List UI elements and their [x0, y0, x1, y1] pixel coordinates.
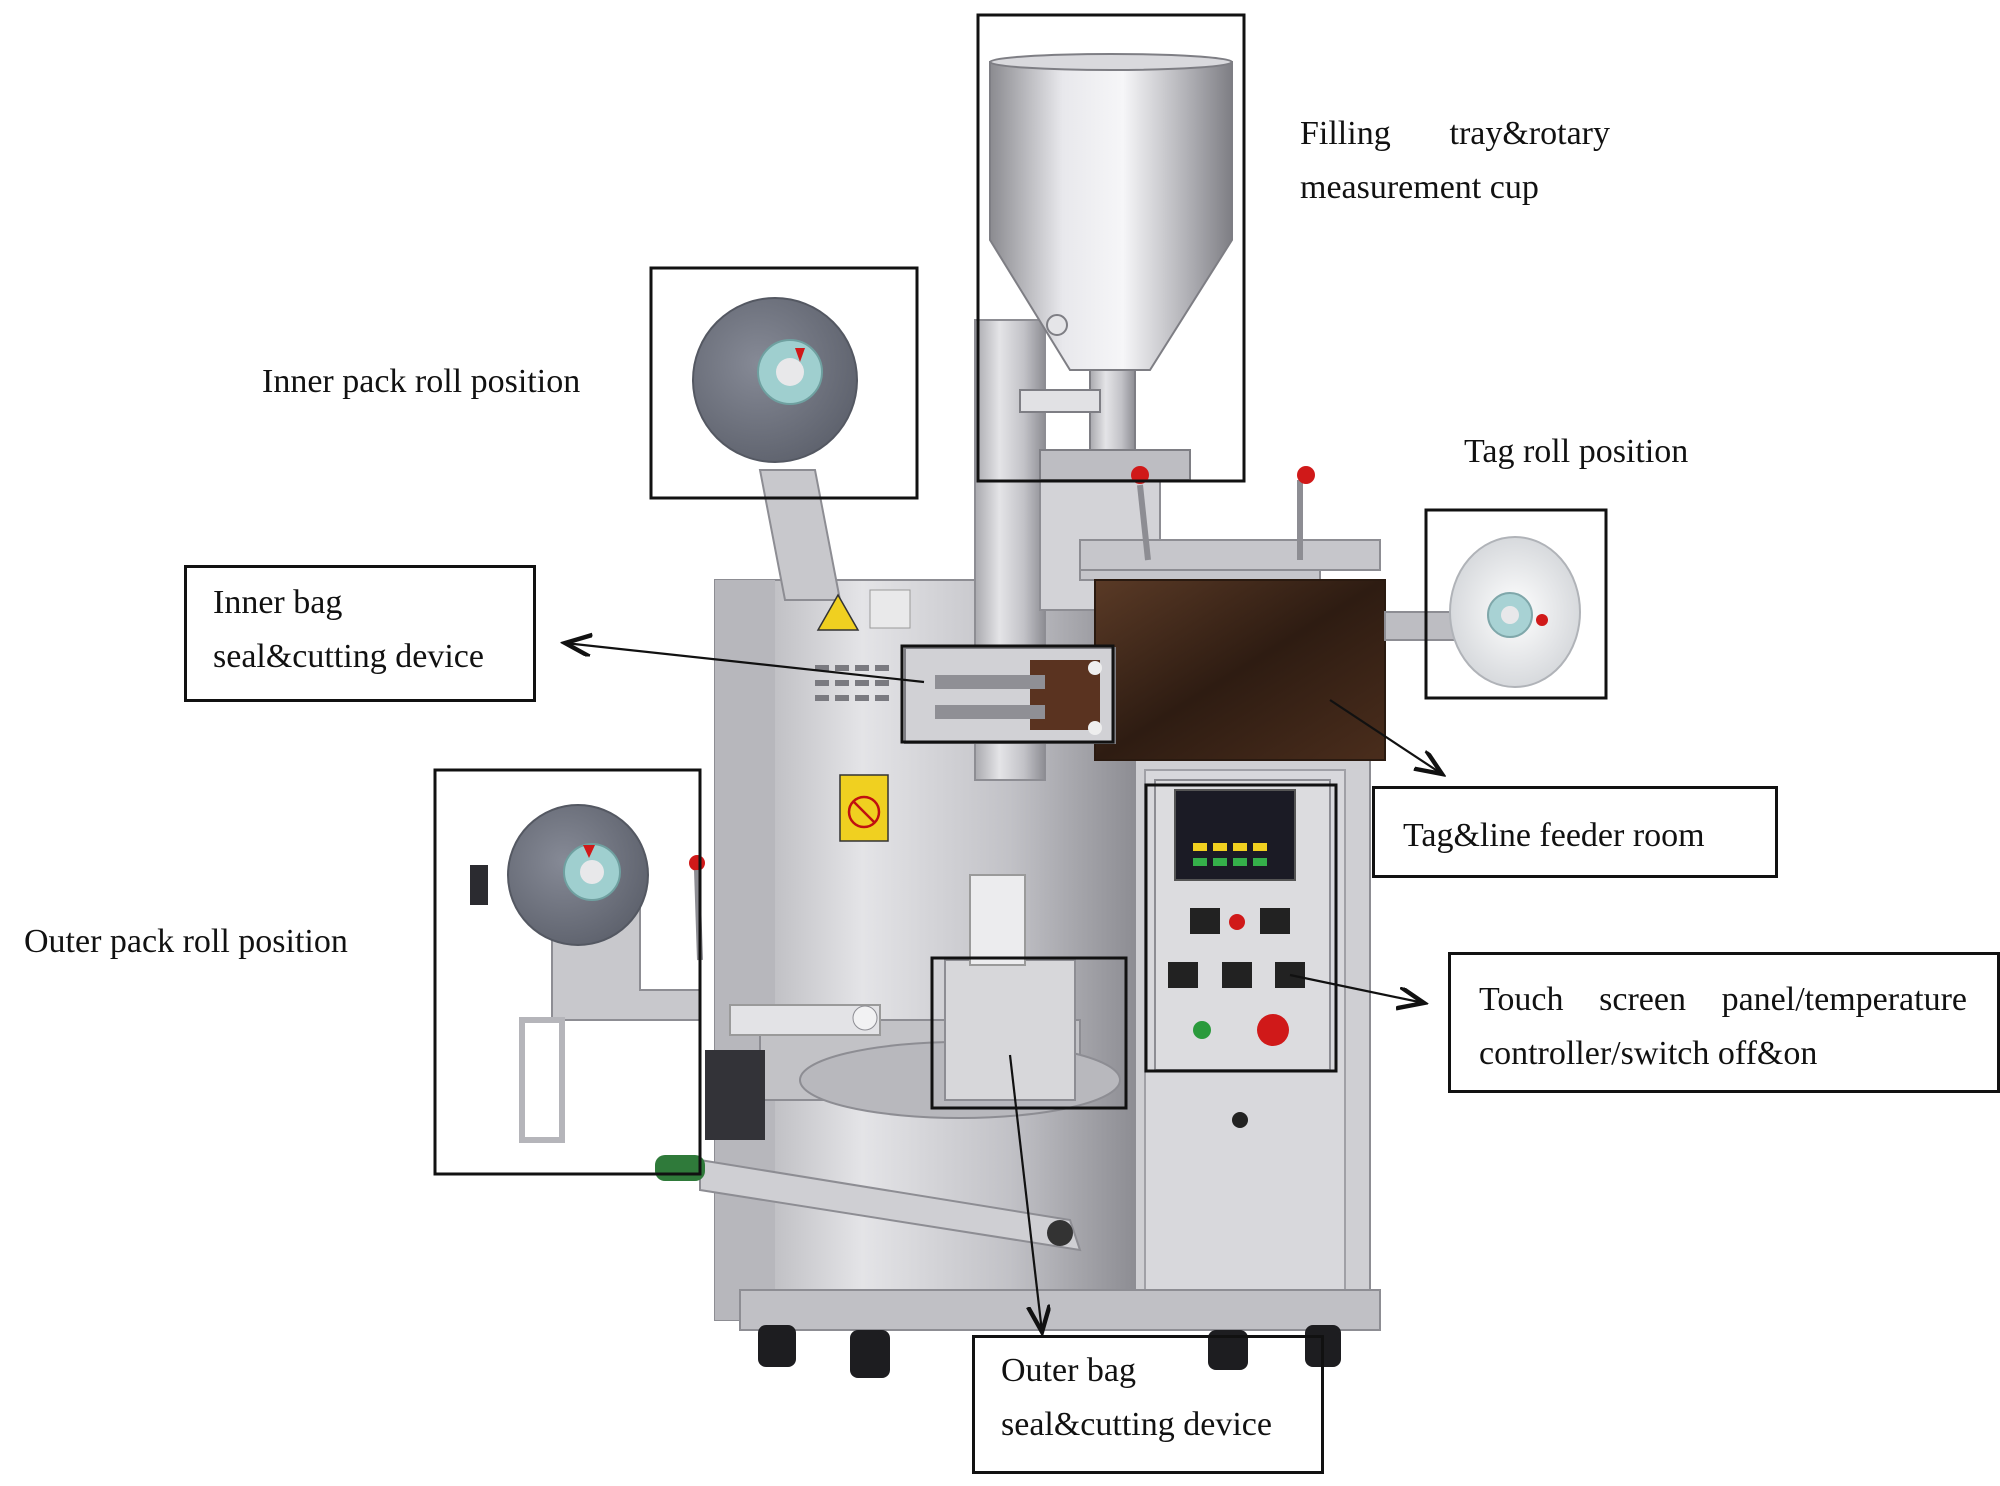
tag-feeder-label: Tag&line feeder room [1372, 786, 1778, 878]
warning-labels [815, 589, 911, 842]
inner-bag-line2: seal&cutting device [213, 638, 484, 675]
filling-tray-label: Filling tray&rotary measurement cup [1300, 107, 1610, 215]
filling-hopper [989, 53, 1233, 481]
touch-panel-arrow [1289, 973, 1424, 1003]
hopper-callout-box [976, 13, 1246, 483]
outer-bag-line2: seal&cutting device [1001, 1406, 1272, 1443]
tag-feeder-arrow [1329, 699, 1442, 774]
outer-pack-roll [470, 804, 705, 1143]
control-panel [1154, 779, 1331, 1128]
touch-word: Touch [1479, 981, 1564, 1018]
inner-pack-roll-label: Inner pack roll position [262, 363, 581, 400]
outer-roll-callout-box [433, 768, 702, 1176]
inner-sealer-callout-box [900, 644, 1115, 744]
measurement-cup-line: measurement cup [1300, 169, 1539, 206]
inner-bag-arrow [565, 643, 925, 684]
tag-feeder-panel [1079, 466, 1386, 761]
outer-sealer-callout-box [930, 956, 1128, 1110]
outer-bag-sealer-label: Outer bag seal&cutting device [972, 1335, 1324, 1474]
touch-panel-label: Touch screen panel/temperature controlle… [1448, 952, 2000, 1093]
callout-arrows [565, 643, 1442, 1332]
tag-roll-label: Tag roll position [1464, 433, 1689, 470]
inner-roll-callout-box [649, 266, 919, 500]
casters [758, 1325, 1341, 1378]
callout-boxes [433, 13, 1608, 1176]
control-panel-callout-box [1144, 783, 1338, 1073]
touch-panel-line2: controller/switch off&on [1479, 1035, 1818, 1072]
tag-roll-callout-box [1424, 508, 1608, 700]
outer-pack-roll-label: Outer pack roll position [24, 923, 348, 960]
inner-pack-roll [692, 297, 858, 601]
tray-rotary-word: tray&rotary [1449, 115, 1611, 152]
tag-feeder-text: Tag&line feeder room [1403, 817, 1705, 854]
screen-word: screen [1599, 981, 1686, 1018]
outer-bag-line1: Outer bag [1001, 1352, 1137, 1389]
tag-roll [1384, 536, 1581, 688]
inner-bag-sealer [904, 647, 1116, 744]
inner-bag-line1: Inner bag [213, 584, 343, 621]
filling-word: Filling [1300, 115, 1391, 152]
inner-bag-sealer-label: Inner bag seal&cutting device [184, 565, 536, 702]
outer-bag-sealer [705, 874, 1121, 1140]
outer-bag-arrow [1008, 1054, 1042, 1332]
panel-temperature-word: panel/temperature [1721, 981, 1967, 1018]
